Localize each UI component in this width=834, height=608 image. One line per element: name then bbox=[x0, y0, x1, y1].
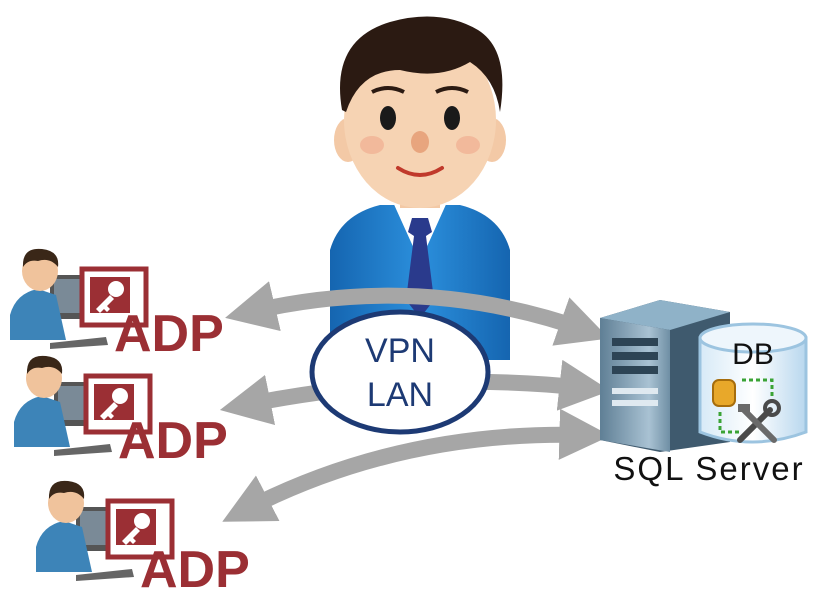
client-2: ADP bbox=[14, 355, 228, 470]
server-label: SQL Server bbox=[613, 450, 804, 487]
client-label: ADP bbox=[118, 412, 228, 470]
server-group: DB SQL Server bbox=[600, 300, 808, 487]
client-label: ADP bbox=[140, 541, 250, 599]
access-key-icon bbox=[105, 498, 175, 560]
network-line-2: LAN bbox=[367, 376, 433, 414]
client-3: ADP bbox=[36, 480, 250, 599]
db-label: DB bbox=[732, 338, 774, 371]
client-label: ADP bbox=[114, 305, 224, 363]
arrow-client-1 bbox=[225, 281, 610, 346]
network-ellipse: VPN LAN bbox=[309, 309, 491, 435]
access-key-icon bbox=[79, 266, 149, 328]
server-tower-icon bbox=[600, 300, 730, 452]
tools-icon bbox=[737, 399, 781, 443]
arrow-client-3 bbox=[222, 408, 611, 522]
database-cylinder-icon: DB bbox=[698, 322, 808, 444]
access-key-icon bbox=[83, 373, 153, 435]
network-line-1: VPN bbox=[365, 332, 435, 370]
client-1: ADP bbox=[10, 248, 224, 363]
